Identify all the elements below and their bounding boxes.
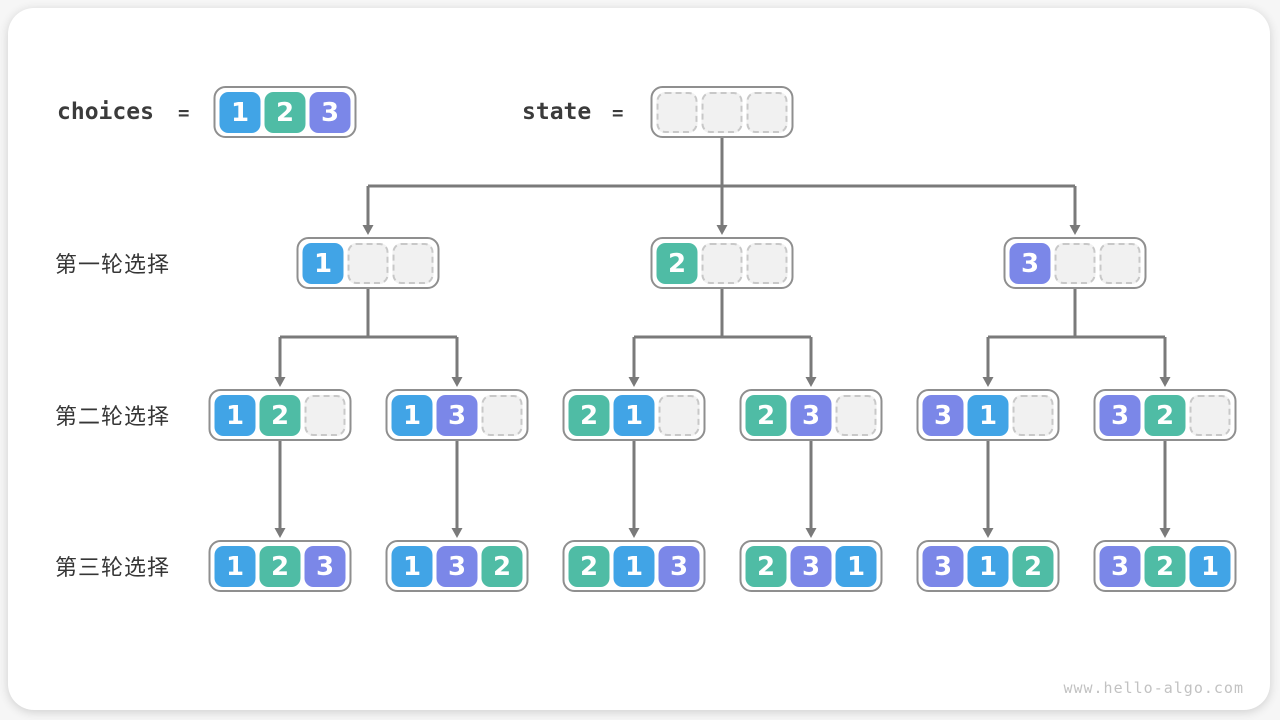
arrow-head [1069, 225, 1081, 235]
arrow-head [274, 528, 286, 538]
choices-variable-label: choices [57, 99, 154, 125]
arrow-head [362, 225, 374, 235]
value-cell-1: 1 [214, 546, 256, 587]
arrow-head [805, 528, 817, 538]
value-cell-2: 2 [745, 395, 787, 436]
value-cell-3: 3 [658, 546, 700, 587]
value-cell-2: 2 [481, 546, 523, 587]
choices-equals-sign: = [178, 102, 190, 124]
arrow-head [274, 377, 286, 387]
value-cell-3: 3 [304, 546, 346, 587]
watermark: www.hello-algo.com [1063, 679, 1244, 697]
arrow-head [451, 528, 463, 538]
round-label-1: 第一轮选择 [55, 252, 171, 277]
arrow-head [716, 225, 728, 235]
empty-slot-cell [481, 395, 523, 436]
empty-slot-cell [304, 395, 346, 436]
empty-slot-cell [392, 243, 434, 284]
value-cell-2: 2 [568, 546, 610, 587]
value-cell-3: 3 [922, 546, 964, 587]
empty-slot-cell [347, 243, 389, 284]
arrow-head [628, 528, 640, 538]
value-cell-2: 2 [1144, 546, 1186, 587]
value-cell-3: 3 [790, 395, 832, 436]
empty-slot-cell [1189, 395, 1231, 436]
value-cell-3: 3 [790, 546, 832, 587]
value-cell-2: 2 [264, 92, 306, 133]
value-cell-1: 1 [613, 395, 655, 436]
state-variable-label: state [522, 99, 592, 125]
empty-slot-cell [701, 92, 743, 133]
value-cell-1: 1 [835, 546, 877, 587]
connector-line [366, 138, 1077, 229]
value-cell-2: 2 [1012, 546, 1054, 587]
state-node-box: 3 [1003, 237, 1147, 289]
empty-slot-cell [656, 92, 698, 133]
value-cell-2: 2 [745, 546, 787, 587]
arrow-head [805, 377, 817, 387]
value-cell-3: 3 [436, 395, 478, 436]
arrow-head [451, 377, 463, 387]
value-cell-3: 3 [922, 395, 964, 436]
connector-line [986, 289, 1167, 381]
state-equals-sign: = [612, 102, 624, 124]
empty-slot-cell [658, 395, 700, 436]
value-cell-1: 1 [967, 546, 1009, 587]
value-cell-1: 1 [391, 395, 433, 436]
empty-slot-cell [746, 92, 788, 133]
round-label-3: 第三轮选择 [55, 555, 171, 580]
value-cell-1: 1 [302, 243, 344, 284]
state-node-box: 2 [650, 237, 794, 289]
connector-line [278, 289, 459, 381]
arrow-head [982, 377, 994, 387]
empty-slot-cell [1012, 395, 1054, 436]
value-cell-2: 2 [259, 395, 301, 436]
value-cell-2: 2 [568, 395, 610, 436]
connector-line [632, 289, 813, 381]
arrow-head [628, 377, 640, 387]
value-cell-2: 2 [656, 243, 698, 284]
value-cell-1: 1 [613, 546, 655, 587]
value-cell-2: 2 [259, 546, 301, 587]
value-cell-1: 1 [391, 546, 433, 587]
arrow-head [982, 528, 994, 538]
value-cell-3: 3 [436, 546, 478, 587]
value-cell-1: 1 [967, 395, 1009, 436]
value-cell-3: 3 [1099, 546, 1141, 587]
state-node-box: 1 [296, 237, 440, 289]
empty-slot-cell [835, 395, 877, 436]
empty-slot-cell [1054, 243, 1096, 284]
empty-slot-cell [1099, 243, 1141, 284]
value-cell-1: 1 [214, 395, 256, 436]
value-cell-3: 3 [1099, 395, 1141, 436]
arrow-head [1159, 528, 1171, 538]
value-cell-3: 3 [1009, 243, 1051, 284]
value-cell-1: 1 [1189, 546, 1231, 587]
value-cell-2: 2 [1144, 395, 1186, 436]
state-box [650, 86, 794, 138]
arrow-head [1159, 377, 1171, 387]
round-label-2: 第二轮选择 [55, 404, 171, 429]
empty-slot-cell [701, 243, 743, 284]
empty-slot-cell [746, 243, 788, 284]
value-cell-1: 1 [219, 92, 261, 133]
value-cell-3: 3 [309, 92, 351, 133]
